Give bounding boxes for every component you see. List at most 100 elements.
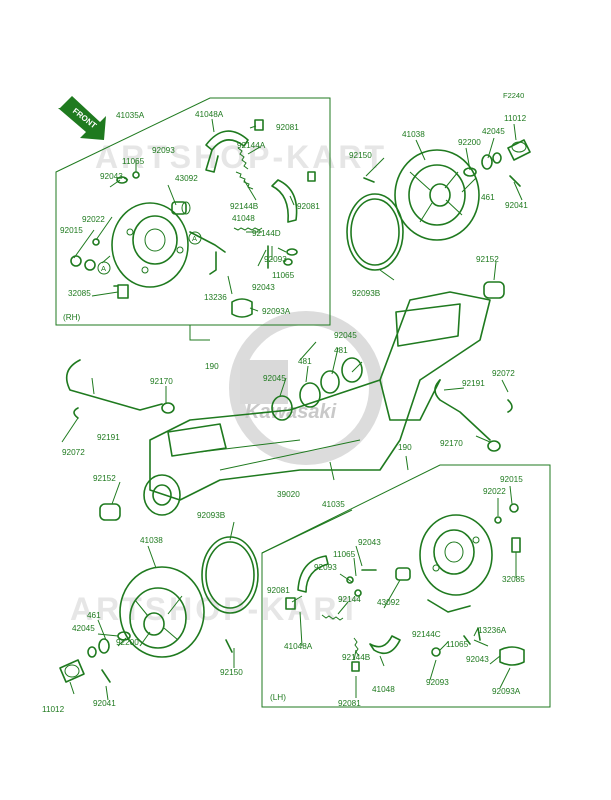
rh-brake-cam	[171, 201, 191, 215]
label-41038-top: 41038	[402, 130, 425, 139]
rh-side-label: (RH)	[63, 313, 81, 322]
rh-brake-panel	[111, 202, 189, 288]
label-92093-bot2: 92093	[426, 678, 449, 687]
label-92015-bot: 92015	[500, 475, 523, 484]
center-bushings	[271, 357, 363, 421]
label-92081-bot: 92081	[267, 586, 290, 595]
label-41038-bot: 41038	[140, 536, 163, 545]
label-92072-left: 92072	[62, 448, 85, 457]
part-labels: 41035A 41048A 92081 92093 11065 92043 43…	[42, 110, 528, 714]
breather-hose-right	[434, 379, 513, 452]
label-92191-left: 92191	[97, 433, 120, 442]
label-92093-top: 92093	[152, 146, 175, 155]
left-axle-bushing	[99, 503, 121, 521]
label-13236: 13236	[204, 293, 227, 302]
label-92072-right: 92072	[492, 369, 515, 378]
label-43092-bot: 43092	[377, 598, 400, 607]
lh-brake-panel	[419, 514, 493, 596]
label-32085-bot: 32085	[502, 575, 525, 584]
callout-a-top-icon	[97, 261, 111, 275]
label-92041-top: 92041	[505, 201, 528, 210]
label-481-b: 481	[298, 357, 312, 366]
label-92081-top: 92081	[276, 123, 299, 132]
label-42045-top: 42045	[482, 127, 505, 136]
label-190-right: 190	[398, 443, 412, 452]
rh-small-hardware	[70, 119, 316, 318]
label-13236A: 13236A	[478, 626, 507, 635]
label-92041-bot: 92041	[93, 699, 116, 708]
rh-brake-drum	[394, 149, 480, 241]
label-11065-mid: 11065	[272, 271, 295, 280]
callout-a-mid: A	[192, 234, 197, 243]
leader-lines	[61, 118, 523, 701]
label-92144A-top: 92144A	[237, 141, 266, 150]
label-41035: 41035	[322, 500, 345, 509]
label-41048A-bot: 41048A	[284, 642, 313, 651]
label-92170-left: 92170	[150, 377, 173, 386]
watermark-text-top: ARTSHOP-KART	[95, 139, 387, 175]
label-481-a: 481	[334, 346, 348, 355]
lh-small-hardware	[285, 503, 525, 672]
rh-brake-shoe-upper	[205, 130, 249, 173]
label-92093B-top: 92093B	[352, 289, 381, 298]
front-arrow-icon: FRONT	[58, 96, 106, 140]
label-43092-top: 43092	[175, 174, 198, 183]
label-92144B-bot: 92144B	[342, 653, 371, 662]
label-92200-top: 92200	[458, 138, 481, 147]
label-92200-bot: 92200	[116, 638, 139, 647]
callout-a-mid-icon	[188, 231, 202, 245]
lh-side-label: (LH)	[270, 693, 286, 702]
label-190-top: 190	[205, 362, 219, 371]
rh-drum-seal-ring	[346, 193, 404, 271]
label-92093B-bot: 92093B	[197, 511, 226, 520]
rh-group-frame	[55, 97, 331, 326]
label-92144-bot: 92144	[338, 595, 361, 604]
label-92144D: 92144D	[252, 229, 281, 238]
label-32085-top: 32085	[68, 289, 91, 298]
label-92152-left: 92152	[93, 474, 116, 483]
lh-group-frame	[261, 464, 551, 708]
label-11065-bot: 11065	[333, 550, 356, 559]
label-11065-bot2: 11065	[446, 640, 469, 649]
label-92144B-top: 92144B	[230, 202, 259, 211]
label-92043-topleft: 92043	[100, 172, 123, 181]
label-92043-mid: 92043	[252, 283, 275, 292]
lh-brake-shoes	[297, 555, 401, 655]
figure-code: F2240	[503, 91, 524, 100]
label-92191-right: 92191	[462, 379, 485, 388]
label-92043-bot: 92043	[358, 538, 381, 547]
label-39020: 39020	[277, 490, 300, 499]
swing-arm-axle-housing	[143, 291, 491, 516]
label-92093-mid: 92093	[264, 255, 287, 264]
label-11065-top: 11065	[122, 157, 145, 166]
lh-drum-seal-ring	[201, 536, 259, 614]
brand-circle	[229, 311, 383, 465]
lh-brake-drum	[119, 566, 205, 658]
label-92045-b: 92045	[263, 374, 286, 383]
label-92093A-bot: 92093A	[492, 687, 521, 696]
label-92045-a: 92045	[334, 331, 357, 340]
label-92043-bot2: 92043	[466, 655, 489, 664]
label-41048A-top: 41048A	[195, 110, 224, 119]
label-92093-bot: 92093	[314, 563, 337, 572]
label-41035A: 41035A	[116, 111, 145, 120]
lh-springs-lever	[321, 567, 471, 657]
label-92170-right: 92170	[440, 439, 463, 448]
breather-hose-left	[65, 359, 175, 419]
label-92150-top: 92150	[349, 151, 372, 160]
label-92081-bot2: 92081	[338, 699, 361, 708]
rh-cam-lever	[189, 231, 226, 275]
rh-brake-shoe-lower	[271, 179, 298, 223]
callout-a-top: A	[101, 264, 106, 273]
label-92015-top: 92015	[60, 226, 83, 235]
label-461-top: 461	[481, 193, 495, 202]
lh-bearing-parts	[59, 631, 233, 683]
watermark-text-bottom: ARTSHOP-KART	[70, 591, 362, 627]
label-41048-top: 41048	[232, 214, 255, 223]
rh-axle-bushing	[483, 281, 505, 299]
label-11012-top: 11012	[504, 114, 527, 123]
label-92093A-top: 92093A	[262, 307, 291, 316]
label-92152-top: 92152	[476, 255, 499, 264]
